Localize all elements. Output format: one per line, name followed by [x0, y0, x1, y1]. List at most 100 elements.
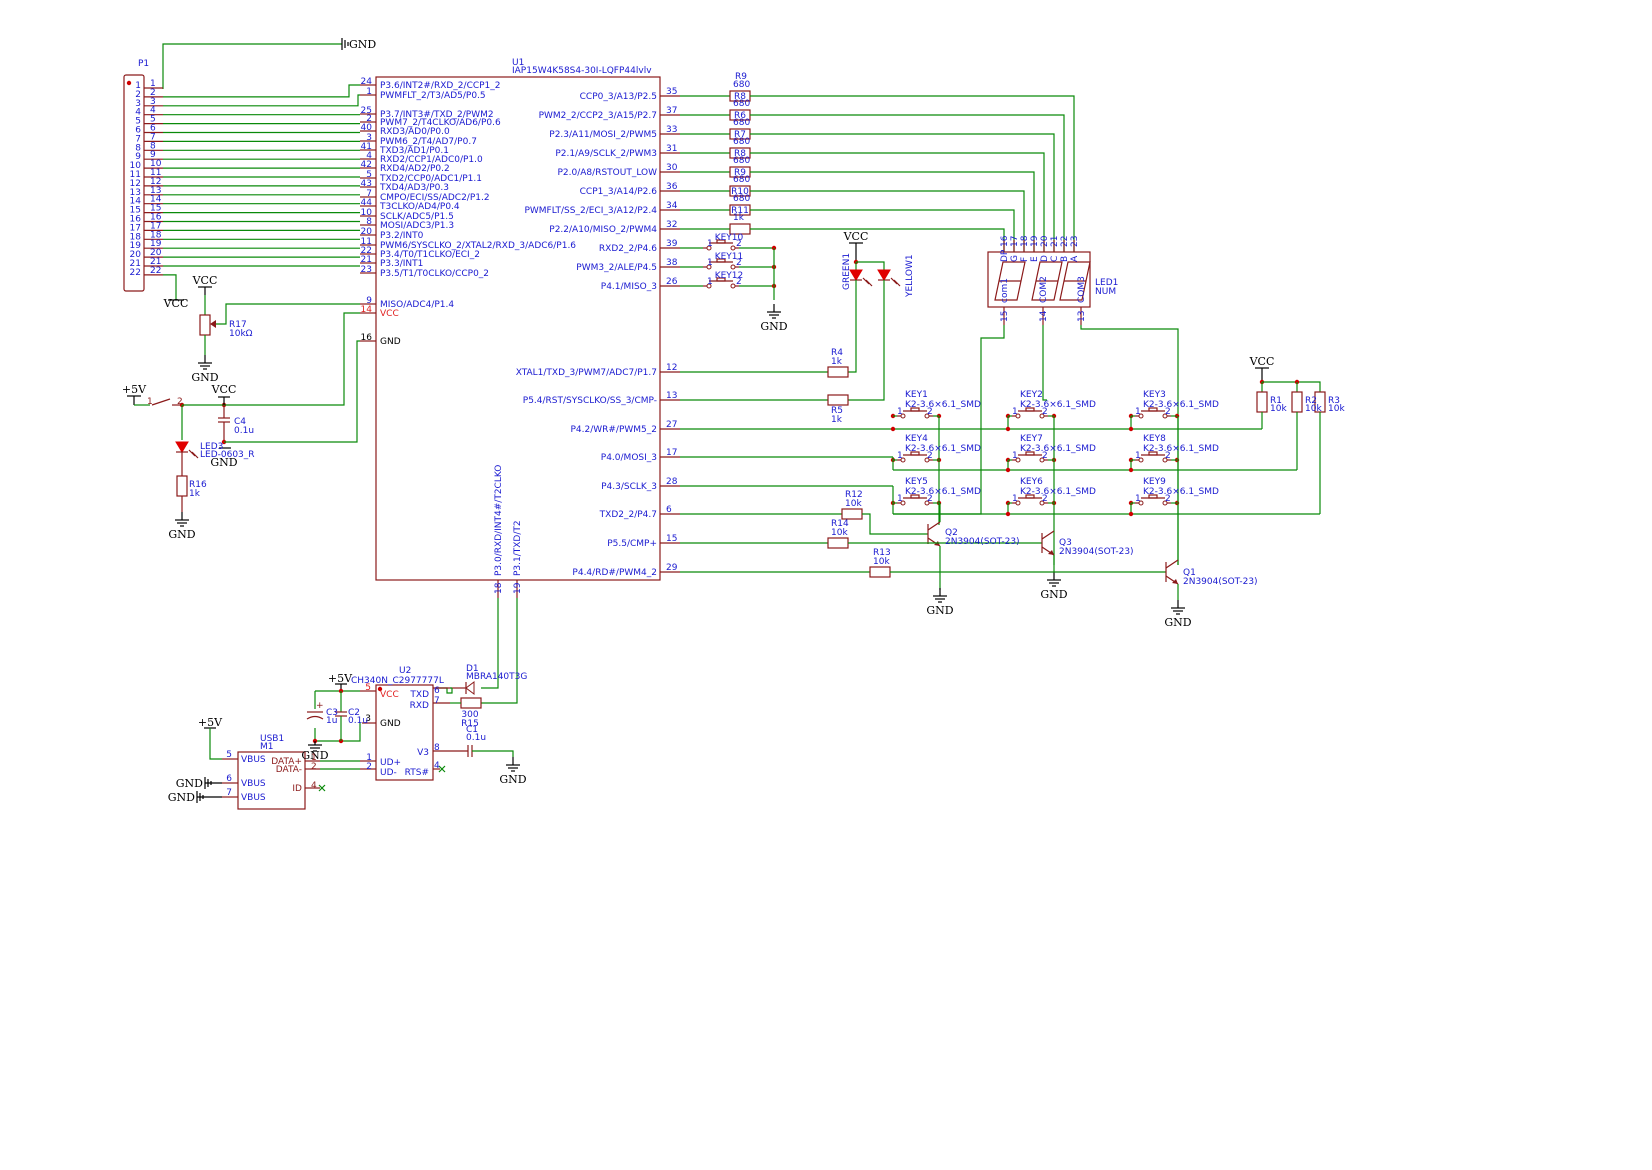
led-arrow: [188, 449, 196, 457]
display-pin-number: 15: [1000, 311, 1010, 322]
p1-pin-number: 18: [130, 232, 142, 242]
vcc-symbol-label: VCC: [1249, 355, 1275, 368]
resistor-ref: R1: [1270, 396, 1282, 406]
u1-pin-number: 23: [361, 265, 372, 275]
key-cap: [1148, 407, 1158, 412]
transistor-arrow: [1048, 550, 1054, 555]
u1-pin-number: 42: [361, 160, 372, 170]
key-pin-number: 1: [1135, 407, 1141, 417]
u1-pin-name: RXD3/AD0/P0.0: [380, 127, 450, 137]
gnd-label: GND: [210, 456, 237, 469]
u1-pin-name: RXD2_2/P4.6: [599, 244, 657, 254]
p1-pin-number: 20: [130, 250, 142, 260]
segment-wire: [750, 190, 1025, 252]
u2-pin-number: 3: [365, 714, 371, 724]
u2-pin-number: 1: [366, 753, 372, 763]
p1-ref: P1: [138, 59, 149, 69]
keypad-key-ref: KEY2: [1020, 390, 1043, 400]
key-pin-number: 1: [897, 407, 903, 417]
u1-pin-number: 34: [666, 201, 678, 211]
display-ref: LED1: [1095, 278, 1118, 288]
u1-pin-name: TXD4/AD3/P0.3: [379, 183, 449, 193]
u1-pin-name: P3.7/INT3#/TXD_2/PWM2: [380, 110, 494, 120]
p1-vcc-wire: [163, 274, 177, 300]
display-segment-label: DP: [1000, 249, 1010, 262]
keypad-key-footprint: K2-3.6×6.1_SMD: [1020, 487, 1096, 497]
key-cap: [910, 494, 920, 499]
segment-wire: [750, 228, 1005, 252]
usb-connector-body: [237, 751, 306, 810]
p1-pin-label: 5: [150, 115, 156, 125]
p1-pin-label: 2: [150, 88, 156, 98]
p1-pin-label: 12: [150, 177, 161, 187]
u1-pin-name: PWM2_2/CCP2_3/A15/P2.7: [539, 111, 657, 121]
digit-outline: [1059, 261, 1091, 301]
p1-pin-label: 15: [150, 204, 161, 214]
transistor-value: 2N3904(SOT-23): [945, 537, 1020, 547]
p1-pin-label: 22: [150, 266, 161, 276]
u1-pin-name: P3.3/INT1: [380, 259, 423, 269]
resistor-ref: R14: [831, 519, 849, 529]
diode-ref: D1: [466, 664, 479, 674]
key-pin-number: 2: [1042, 451, 1048, 461]
potentiometer-r17: [199, 314, 211, 336]
pot-wiper-wire: [216, 303, 360, 325]
p1-pin-number: 17: [130, 223, 141, 233]
u1-pin-number: 44: [361, 198, 373, 208]
resistor-r13: [869, 566, 891, 578]
key-pin-number: 1: [1012, 494, 1018, 504]
u1-pin-name: PWM6/SYSCLKO_2/XTAL2/RXD_3/ADC6/P1.6: [380, 241, 576, 251]
base-wire: [862, 513, 928, 535]
resistor-ref: R2: [1305, 396, 1317, 406]
u1-pin-name: P4.2/WR#/PWM5_2: [570, 425, 657, 435]
usb-value: M1: [260, 742, 274, 752]
pot-value: 10kΩ: [229, 329, 253, 339]
display-body: [987, 251, 1091, 308]
u2-pin-number: 2: [366, 762, 372, 772]
resistor-r16: [176, 475, 188, 497]
cap-value: 1u: [326, 716, 337, 726]
display-segment-label: C: [1050, 256, 1060, 262]
u1-pin-number: 24: [361, 77, 373, 87]
key-pin-number: 2: [1165, 407, 1171, 417]
display-segment-label: G: [1010, 255, 1020, 262]
pot-wiper-arrow: [210, 320, 216, 328]
green-led-icon: [849, 269, 863, 281]
led-arrow: [865, 279, 873, 287]
gnd-symbol-label: GND: [499, 773, 526, 786]
usb-pin-number: 5: [226, 750, 232, 760]
u1-pin-number: 7: [366, 189, 372, 199]
resistor-ref: R11: [731, 206, 749, 216]
keypad-key-ref: KEY8: [1143, 434, 1166, 444]
resistor-ref: R9: [734, 168, 746, 178]
p1-pin-label: 21: [150, 257, 161, 267]
junction-dot: [1128, 426, 1134, 432]
resistor-value: 10k: [1328, 404, 1345, 414]
resistor-ref: R5: [831, 406, 843, 416]
u1-pin-number: 37: [666, 106, 677, 116]
display-pin-number: 13: [1077, 311, 1087, 322]
key-pin-number: 1: [707, 258, 713, 268]
transistor-ref: Q2: [945, 528, 958, 538]
vcc-symbol-label: VCC: [192, 274, 218, 287]
p1-pin-label: 20: [150, 248, 162, 258]
pot-ref: R17: [229, 320, 247, 330]
keypad-key-ref: KEY1: [905, 390, 928, 400]
u1-pin-name: T3CLKO/AD4/P0.4: [379, 202, 460, 212]
u1-pin-number: 20: [361, 227, 373, 237]
display-pin-number: 19: [1030, 235, 1040, 247]
display-segment-label: F: [1020, 257, 1030, 262]
tx-wire: [481, 598, 518, 704]
p1-pin-label: 6: [150, 124, 156, 134]
keypad-key-ref: KEY9: [1143, 477, 1166, 487]
u2-pin-number: 6: [434, 686, 440, 696]
p1-pin-number: 10: [130, 161, 142, 171]
cap-value: 0.1u: [348, 716, 368, 726]
u1-pin-name: P4.4/RD#/PWM4_2: [572, 568, 657, 578]
u1-pin-number: 40: [361, 123, 373, 133]
key-ref: KEY10: [715, 233, 744, 243]
gnd-symbol-label: GND: [191, 371, 218, 384]
resistor-value: 1k: [189, 489, 201, 499]
p1-pin-label: 4: [150, 106, 156, 116]
